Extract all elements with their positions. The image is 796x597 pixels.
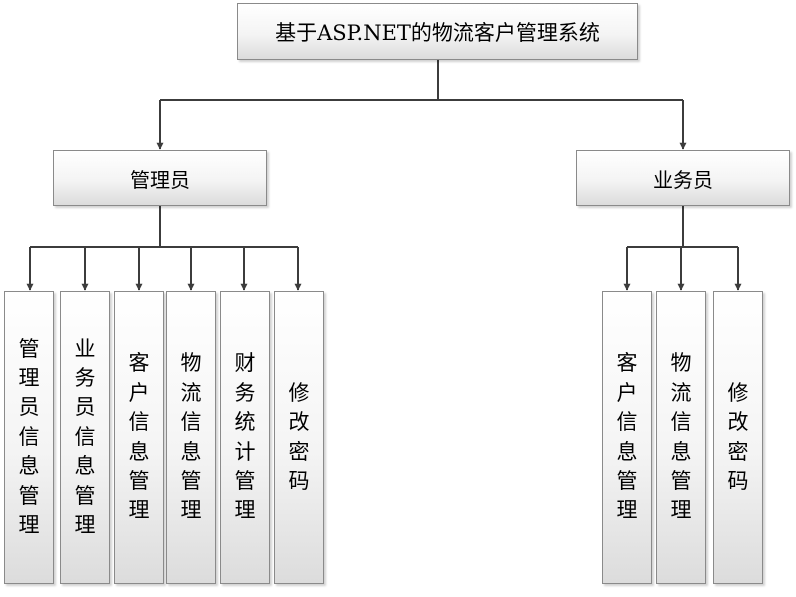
clerk-child-label-3: 修改密码: [727, 380, 749, 493]
clerk-child-label-1: 客户信息管理: [616, 351, 638, 523]
clerk-child-node-1[interactable]: 客户信息管理: [602, 291, 652, 584]
admin-child-label-5: 财务统计管理: [234, 351, 256, 523]
clerk-child-label-2: 物流信息管理: [670, 351, 692, 523]
admin-child-label-3: 客户信息管理: [128, 351, 150, 523]
admin-child-node-2[interactable]: 业务员信息管理: [60, 291, 110, 584]
clerk-child-node-2[interactable]: 物流信息管理: [656, 291, 706, 584]
admin-node[interactable]: 管理员: [53, 150, 267, 206]
clerk-child-node-3[interactable]: 修改密码: [713, 291, 763, 584]
admin-child-node-1[interactable]: 管理员信息管理: [4, 291, 54, 584]
admin-node-label: 管理员: [130, 167, 190, 192]
clerk-node-label: 业务员: [653, 167, 713, 192]
root-node[interactable]: 基于ASP.NET的物流客户管理系统: [237, 3, 638, 60]
admin-child-node-3[interactable]: 客户信息管理: [114, 291, 164, 584]
admin-child-node-5[interactable]: 财务统计管理: [220, 291, 270, 584]
admin-child-label-2: 业务员信息管理: [74, 336, 96, 538]
admin-child-label-4: 物流信息管理: [180, 351, 202, 523]
admin-child-node-4[interactable]: 物流信息管理: [166, 291, 216, 584]
admin-child-node-6[interactable]: 修改密码: [274, 291, 324, 584]
root-node-label: 基于ASP.NET的物流客户管理系统: [275, 20, 600, 45]
admin-child-label-6: 修改密码: [288, 380, 310, 493]
admin-child-label-1: 管理员信息管理: [18, 336, 40, 538]
clerk-node[interactable]: 业务员: [576, 150, 790, 206]
